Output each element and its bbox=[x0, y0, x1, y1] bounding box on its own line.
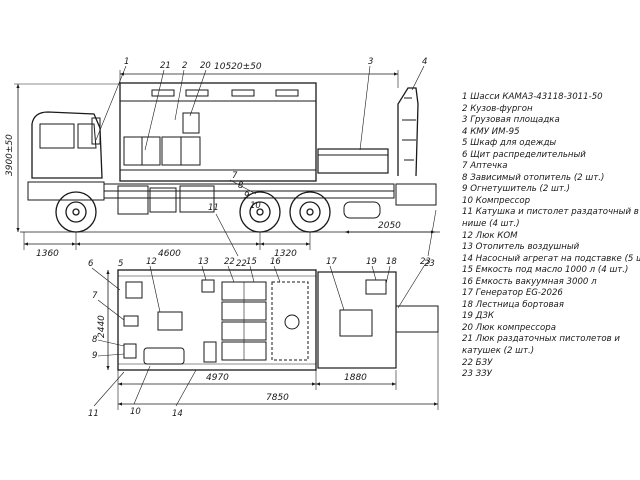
legend-item: 10 Компрессор bbox=[462, 195, 531, 206]
callout-side-21: 21 bbox=[160, 61, 171, 71]
legend-item: 7 Аптечка bbox=[462, 161, 508, 172]
side-view bbox=[14, 65, 440, 257]
callout-plan-7: 7 bbox=[92, 291, 98, 301]
callout-side-1: 1 bbox=[124, 57, 129, 67]
legend-item: 21 Люк раздаточных пистолетов и bbox=[462, 334, 620, 345]
callout-plan-23: 23 bbox=[420, 257, 431, 267]
callout-side-4: 4 bbox=[422, 57, 427, 67]
callout-side-20: 20 bbox=[200, 61, 211, 71]
callout-plan-6: 6 bbox=[88, 259, 94, 269]
legend-item: 16 Емкость вакуумная 3000 л bbox=[462, 276, 597, 287]
crane bbox=[397, 87, 419, 177]
callout-plan-17: 17 bbox=[326, 257, 337, 267]
dim-body-length: 10520±50 bbox=[214, 62, 262, 72]
dim-wheelbase-rear: 1320 bbox=[274, 249, 297, 259]
dim-plan-platform: 1880 bbox=[344, 373, 367, 383]
dimension-labels: 10520±50 3900±50 1360 4600 1320 2050 244… bbox=[5, 62, 401, 403]
cab bbox=[31, 111, 103, 179]
legend-item: 11 Катушка и пистолет раздаточный в bbox=[462, 207, 639, 218]
legend-item: 20 Люк компрессора bbox=[462, 322, 557, 333]
dim-front-overhang: 1360 bbox=[36, 249, 59, 259]
legend-item: 5 Шкаф для одежды bbox=[462, 138, 557, 149]
legend-item: 19 ДЗК bbox=[462, 311, 494, 322]
callout-side-7: 7 bbox=[232, 171, 238, 181]
callout-plan-9: 9 bbox=[92, 351, 97, 361]
legend-item: 4 КМУ ИМ-95 bbox=[462, 126, 520, 137]
dim-plan-van: 4970 bbox=[206, 373, 229, 383]
callout-side-23: 23 bbox=[424, 259, 435, 269]
component-legend: 1 Шасси КАМАЗ-43118-3011-50 2 Кузов-фург… bbox=[462, 92, 640, 381]
legend-item: 22 БЗУ bbox=[462, 357, 493, 368]
callout-plan-12: 12 bbox=[146, 257, 157, 267]
callout-plan-8: 8 bbox=[92, 335, 98, 345]
callout-plan-22: 22 bbox=[224, 257, 235, 267]
callout-plan-11: 11 bbox=[88, 409, 99, 419]
legend-item: 12 Люк КОМ bbox=[462, 230, 518, 241]
dim-wheelbase-front: 4600 bbox=[158, 249, 181, 259]
dim-height: 3900±50 bbox=[5, 134, 15, 176]
van-body bbox=[119, 82, 317, 182]
legend-item: 2 Кузов-фургон bbox=[462, 103, 533, 114]
callout-plan-14: 14 bbox=[172, 409, 183, 419]
callout-plan-10: 10 bbox=[130, 407, 141, 417]
callout-plan-19: 19 bbox=[366, 257, 377, 267]
legend-item: 8 Зависимый отопитель (2 шт.) bbox=[462, 172, 605, 183]
callout-side-9: 9 bbox=[244, 191, 249, 201]
legend-item: 1 Шасси КАМАЗ-43118-3011-50 bbox=[462, 92, 603, 102]
legend-item: 23 ЗЗУ bbox=[462, 369, 492, 380]
dim-plan-total: 7850 bbox=[266, 393, 289, 403]
legend-item: 18 Лестница бортовая bbox=[462, 299, 564, 310]
legend-item: 15 Емкость под масло 1000 л (4 шт.) bbox=[462, 265, 629, 276]
plan-platform-outline bbox=[317, 271, 397, 369]
legend-item: 13 Отопитель воздушный bbox=[462, 242, 580, 253]
side-callouts: 1 21 2 20 3 4 7 8 9 10 11 22 23 bbox=[124, 57, 435, 269]
legend-item: 3 Грузовая площадка bbox=[462, 115, 560, 126]
legend-item: катушек (2 шт.) bbox=[462, 346, 535, 357]
callout-side-3: 3 bbox=[368, 57, 373, 67]
legend-item: 9 Огнетушитель (2 шт.) bbox=[462, 184, 571, 195]
plan-view bbox=[91, 265, 439, 410]
callout-side-8: 8 bbox=[238, 181, 244, 191]
callout-side-11: 11 bbox=[208, 203, 219, 213]
callout-plan-13: 13 bbox=[198, 257, 209, 267]
callout-plan-5: 5 bbox=[118, 259, 123, 269]
wheels bbox=[55, 191, 331, 233]
legend-item: 14 Насосный агрегат на подставке (5 шт) bbox=[462, 253, 640, 264]
cargo-platform bbox=[317, 148, 389, 174]
dim-plan-width: 2440 bbox=[97, 315, 107, 338]
legend-item: нише (4 шт.) bbox=[462, 219, 520, 230]
callout-side-22: 22 bbox=[236, 259, 247, 269]
callout-plan-15: 15 bbox=[246, 257, 257, 267]
callout-plan-18: 18 bbox=[386, 257, 397, 267]
legend-item: 17 Генератор EG-2026 bbox=[462, 288, 563, 299]
legend-item: 6 Щит распределительный bbox=[462, 149, 586, 160]
callout-side-10: 10 bbox=[250, 201, 261, 211]
plan-callouts: 6 5 12 13 22 15 16 17 19 18 23 7 8 9 11 … bbox=[88, 257, 431, 419]
plan-van-outline bbox=[117, 269, 317, 371]
dim-rear-overhang: 2050 bbox=[378, 221, 401, 231]
callout-side-2: 2 bbox=[182, 61, 187, 71]
callout-plan-16: 16 bbox=[270, 257, 281, 267]
